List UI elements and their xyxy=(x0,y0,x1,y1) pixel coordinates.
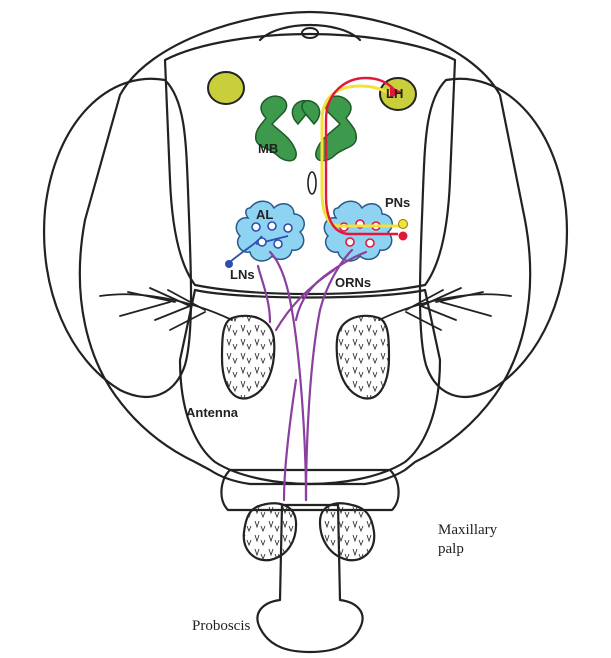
head-capsule xyxy=(80,12,530,484)
label-pns: PNs xyxy=(385,195,410,210)
antenna-right xyxy=(337,316,389,399)
label-antenna: Antenna xyxy=(186,405,239,420)
label-orns: ORNs xyxy=(335,275,371,290)
label-al: AL xyxy=(256,207,273,222)
antennal-lobe-right xyxy=(324,201,392,261)
central-complex xyxy=(308,172,316,194)
arista-left xyxy=(100,288,232,330)
antenna-left xyxy=(222,316,274,399)
pn-cell-red xyxy=(399,232,408,241)
label-lh: LH xyxy=(386,86,403,101)
label-maxillary-palp-1: Maxillary xyxy=(438,522,498,538)
compound-eye-left xyxy=(44,79,191,397)
label-mb: MB xyxy=(258,141,278,156)
label-proboscis: Proboscis xyxy=(192,618,251,634)
lateral-horn-left xyxy=(208,72,244,104)
brain xyxy=(165,34,455,294)
pn-cell-yellow xyxy=(399,220,408,229)
label-lns: LNs xyxy=(230,267,255,282)
label-maxillary-palp-2: palp xyxy=(438,541,464,557)
maxillary-palp-left-hairs xyxy=(244,503,296,560)
compound-eye-right xyxy=(420,79,567,397)
